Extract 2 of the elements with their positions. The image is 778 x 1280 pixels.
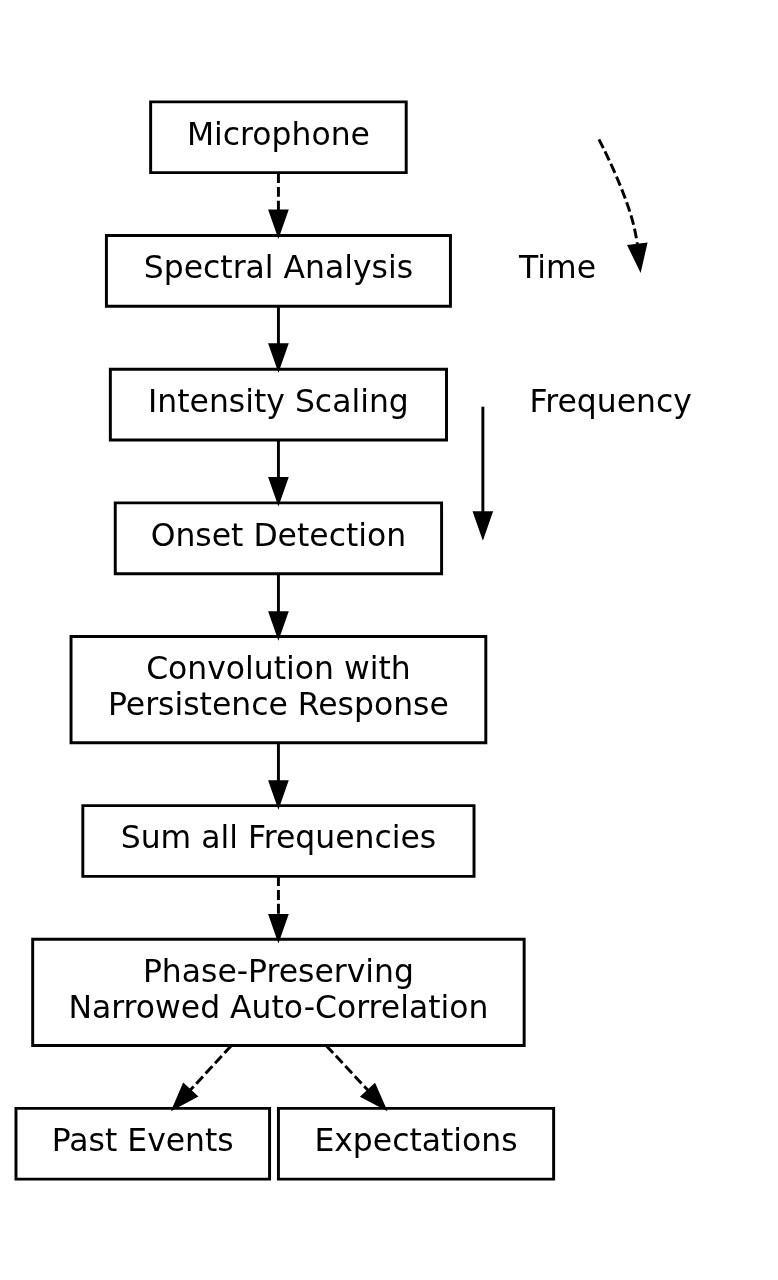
legend-label: Frequency <box>529 382 692 419</box>
legend-label: Time <box>519 248 597 285</box>
